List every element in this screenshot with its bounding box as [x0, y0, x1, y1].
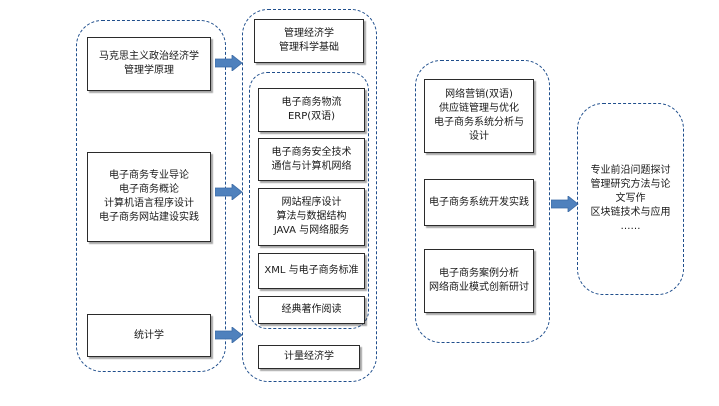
core-course-inner-box-2: 电子商务安全技术 通信与计算机网络	[258, 138, 365, 181]
course-label: 计量经济学	[284, 351, 334, 362]
course-label: 设计	[469, 131, 489, 142]
frontier-course-group	[577, 103, 684, 295]
course-label: 通信与计算机网络	[271, 160, 352, 172]
course-label: 网络商业模式创新研讨	[429, 282, 529, 293]
course-label: 算法与数据结构	[276, 211, 347, 222]
course-label: 管理学原理	[124, 65, 174, 76]
course-label: 电子商务网站建设实践	[99, 212, 199, 223]
foundation-course-box-1: 马克思主义政治经济学 管理学原理	[87, 37, 211, 91]
core-course-inner-box-5: 经典著作阅读	[258, 296, 365, 324]
core-course-inner-group	[249, 72, 369, 329]
core-course-top-box: 管理经济学 管理科学基础	[254, 19, 364, 63]
advanced-course-box-2: 电子商务系统开发实践	[424, 179, 534, 226]
foundation-course-box-2: 电子商务专业导论 电子商务概论 计算机语言程序设计 电子商务网站建设实践	[87, 152, 211, 242]
course-label: 统计学	[134, 329, 164, 341]
course-label: 经典著作阅读	[281, 304, 342, 315]
course-label: 管理经济学	[284, 28, 334, 39]
course-label: 电子商务安全技术	[271, 146, 352, 158]
arrow-right-icon	[215, 55, 243, 71]
course-label: 计算机语言程序设计	[104, 198, 194, 209]
advanced-course-box-1: 网络营销(双语) 供应链管理与优化 电子商务系统分析与 设计	[424, 79, 534, 153]
course-label: 区块链技术与应用	[590, 207, 671, 218]
arrow-right-icon	[215, 327, 243, 343]
core-course-inner-box-1: 电子商务物流 ERP(双语)	[258, 88, 365, 132]
core-course-inner-box-3: 网站程序设计 算法与数据结构 JAVA 与网络服务	[258, 188, 365, 246]
course-label: 网络营销(双语)	[445, 89, 513, 100]
course-label: ……	[620, 221, 641, 232]
foundation-course-box-3: 统计学	[87, 314, 211, 357]
course-label: ERP(双语)	[287, 111, 336, 122]
core-course-outer-group	[242, 9, 377, 382]
course-label: 管理科学基础	[279, 42, 339, 53]
core-course-inner-box-4: XML 与电子商务标准	[258, 253, 365, 289]
course-label: 供应链管理与优化	[439, 103, 519, 114]
course-label: 电子商务物流	[281, 97, 342, 108]
course-label: 电子商务系统分析与	[434, 117, 524, 128]
arrow-right-icon	[215, 184, 243, 200]
course-label: 文写作	[615, 193, 646, 204]
advanced-course-group	[415, 60, 550, 343]
course-label: 电子商务系统开发实践	[429, 196, 529, 208]
advanced-course-box-3: 电子商务案例分析 网络商业模式创新研讨	[424, 249, 534, 313]
course-label: XML 与电子商务标准	[264, 265, 359, 276]
course-label: 电子商务概论	[119, 184, 179, 195]
course-label: 电子商务案例分析	[439, 268, 519, 279]
frontier-course-list: 专业前沿问题探讨 管理研究方法与论 文写作 区块链技术与应用 ……	[580, 150, 681, 248]
course-label: 网站程序设计	[281, 197, 342, 208]
course-label: 专业前沿问题探讨	[590, 165, 671, 176]
course-label: 管理研究方法与论	[590, 179, 671, 190]
arrow-right-icon	[551, 196, 579, 212]
course-label: 电子商务专业导论	[109, 170, 189, 181]
core-course-bottom-box: 计量经济学	[258, 345, 360, 369]
course-label: 马克思主义政治经济学	[99, 51, 199, 62]
course-label: JAVA 与网络服务	[273, 225, 350, 236]
